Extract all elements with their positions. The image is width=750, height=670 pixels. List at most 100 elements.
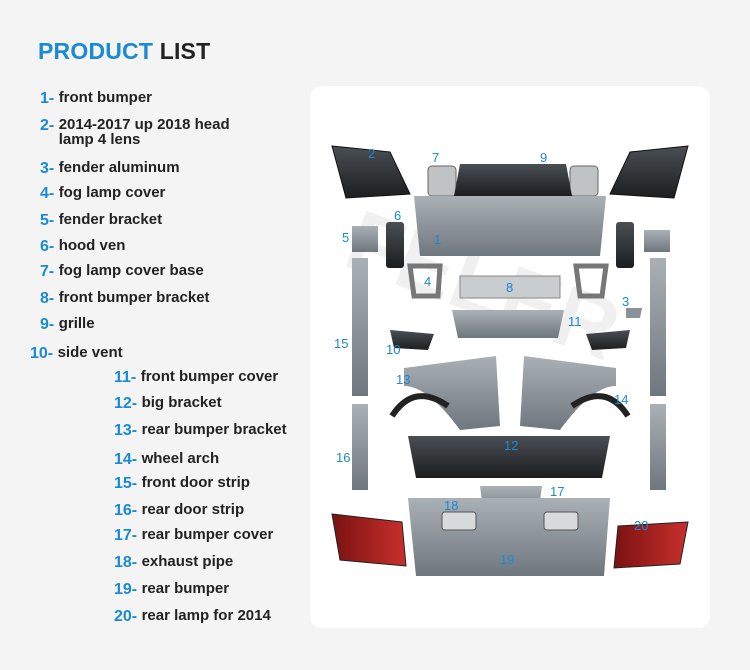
exhaust-pipe-right [543, 511, 579, 531]
list-item: 18- exhaust pipe [114, 554, 233, 572]
callout-16: 16 [336, 450, 350, 465]
parts-illustration: FELER [331, 145, 689, 576]
item-number: 19- [114, 581, 138, 598]
title-word-list: LIST [159, 38, 211, 64]
item-label: rear bumper cover [141, 526, 274, 543]
item-number: 10- [30, 345, 54, 362]
item-number: 12- [114, 395, 138, 412]
parts-image-panel: FELER [310, 86, 710, 628]
callout-5: 5 [342, 230, 349, 245]
item-label: rear lamp for 2014 [141, 607, 271, 624]
item-label: front bumper [58, 89, 153, 106]
fender-left [404, 356, 500, 430]
rear-door-strip-left [352, 404, 368, 490]
fog-lamp-base-right [569, 165, 599, 197]
callout-12: 12 [504, 438, 518, 453]
callout-13: 13 [396, 372, 410, 387]
item-number: 15- [114, 475, 138, 492]
callout-2: 2 [368, 146, 375, 161]
item-label: rear door strip [141, 501, 245, 518]
item-number: 5- [40, 212, 55, 229]
item-number: 9- [40, 316, 55, 333]
item-number: 4- [40, 185, 55, 202]
front-door-strip-right [650, 258, 666, 396]
item-label: exhaust pipe [141, 553, 234, 570]
callout-1: 1 [434, 232, 441, 247]
list-item: 1- front bumper [40, 90, 152, 108]
front-door-strip-left [352, 258, 368, 396]
item-label: front bumper cover [140, 368, 279, 385]
list-item: 19- rear bumper [114, 581, 229, 599]
callout-9: 9 [540, 150, 547, 165]
item-label: side vent [57, 344, 123, 361]
list-item: 17- rear bumper cover [114, 527, 273, 545]
callout-14: 14 [614, 392, 628, 407]
item-number: 14- [114, 451, 138, 468]
list-item: 6- hood ven [40, 238, 125, 256]
item-label: fog lamp cover base [58, 262, 204, 279]
fog-lamp-cover-right [573, 263, 609, 299]
callout-3: 3 [622, 294, 629, 309]
side-vent-right [586, 330, 630, 350]
side-vent-left [390, 330, 434, 350]
page-title: PRODUCT LIST [38, 38, 210, 65]
callout-10: 10 [386, 342, 400, 357]
hood-vent-left [386, 222, 404, 268]
list-item: 4- fog lamp cover [40, 185, 165, 203]
item-number: 7- [40, 263, 55, 280]
item-label: front bumper bracket [58, 289, 210, 306]
title-word-product: PRODUCT [38, 38, 154, 64]
item-label: grille [58, 315, 95, 332]
item-label: fog lamp cover [58, 184, 166, 201]
item-number: 3- [40, 160, 55, 177]
list-item: 16- rear door strip [114, 502, 244, 520]
big-bracket [408, 436, 610, 478]
fog-lamp-cover-left [407, 263, 443, 299]
item-label: big bracket [141, 394, 222, 411]
fender-aluminum [626, 308, 642, 318]
rear-lamp-left [331, 513, 407, 567]
item-number: 6- [40, 238, 55, 255]
item-number: 13- [114, 422, 138, 439]
callout-18: 18 [444, 498, 458, 513]
list-item: 15- front door strip [114, 475, 250, 493]
list-item: 13- rear bumper bracket [114, 422, 287, 440]
item-number: 1- [40, 90, 55, 107]
item-label: rear bumper bracket [141, 421, 287, 438]
grille-part [454, 164, 572, 196]
hood-vent-right [616, 222, 634, 268]
list-item: 11- front bumper cover [114, 369, 278, 387]
callout-19: 19 [500, 552, 514, 567]
list-item: 14- wheel arch [114, 451, 219, 469]
headlamp-right [609, 145, 689, 199]
rear-lamp-right [613, 521, 689, 569]
callout-11: 11 [568, 314, 582, 329]
list-item: 2- 2014-2017 up 2018 head lamp 4 lens [40, 117, 230, 147]
item-number: 16- [114, 502, 138, 519]
front-bumper-cover [452, 310, 564, 338]
wheel-arch-left [389, 393, 450, 418]
item-number: 17- [114, 527, 138, 544]
item-label: fender bracket [58, 211, 163, 228]
item-number: 8- [40, 290, 55, 307]
fender-bracket-right [644, 230, 670, 252]
callout-15: 15 [334, 336, 348, 351]
callout-17: 17 [550, 484, 564, 499]
item-label: wheel arch [141, 450, 220, 467]
item-number: 11- [114, 369, 137, 386]
list-item: 3- fender aluminum [40, 160, 180, 178]
list-item: 7- fog lamp cover base [40, 263, 204, 281]
list-item: 10- side vent [30, 345, 123, 363]
fender-bracket-left [352, 226, 378, 252]
item-label: front door strip [141, 474, 250, 491]
callout-20: 20 [634, 518, 648, 533]
fog-lamp-base-left [427, 165, 457, 197]
wheel-arch-right [570, 393, 631, 418]
callout-6: 6 [394, 208, 401, 223]
list-item: 12- big bracket [114, 395, 222, 413]
item-label: 2014-2017 up 2018 head lamp 4 lens [58, 116, 230, 148]
callout-8: 8 [506, 280, 513, 295]
headlamp-left [331, 145, 411, 199]
rear-door-strip-right [650, 404, 666, 490]
item-number: 20- [114, 608, 138, 625]
